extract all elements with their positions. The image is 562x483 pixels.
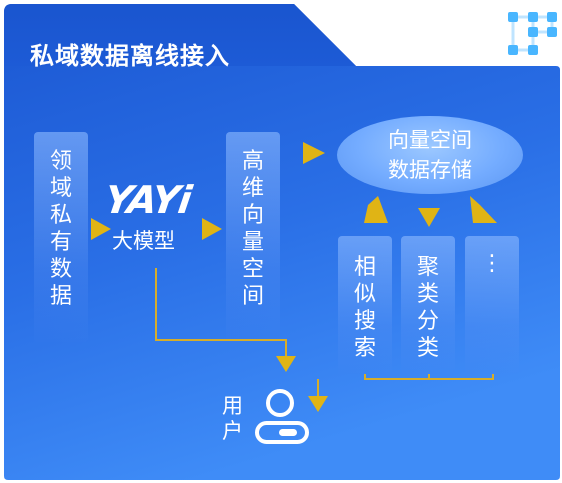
arrow-to-storage <box>303 142 325 164</box>
clustering-label: 聚 类 分 类 <box>416 255 439 361</box>
arrow-model-to-user <box>276 356 296 372</box>
arrow-to-vector-space <box>202 218 222 240</box>
private-data-label: 领 域 私 有 数 据 <box>49 149 72 309</box>
arrow-results-to-user <box>308 396 328 412</box>
user-label: 用 户 <box>222 394 243 443</box>
similarity-search-node: 相 似 搜 索 <box>338 236 392 374</box>
vector-space-label: 高 维 向 量 空 间 <box>241 149 264 309</box>
model-label: 大模型 <box>112 229 175 253</box>
more-node: ⋮ <box>465 236 519 374</box>
vector-space-node: 高 维 向 量 空 间 <box>226 132 280 342</box>
page-title: 私域数据离线接入 <box>30 42 230 70</box>
similarity-search-label: 相 似 搜 索 <box>353 255 376 361</box>
vector-storage-node: 向量空间 数据存储 <box>337 116 523 194</box>
arrow-to-model <box>91 218 111 240</box>
vector-storage-label: 向量空间 数据存储 <box>388 128 472 182</box>
clustering-node: 聚 类 分 类 <box>401 236 455 374</box>
private-data-node: 领 域 私 有 数 据 <box>34 132 88 342</box>
arrow-to-clustering <box>418 208 440 227</box>
more-label: ⋮ <box>481 251 503 276</box>
